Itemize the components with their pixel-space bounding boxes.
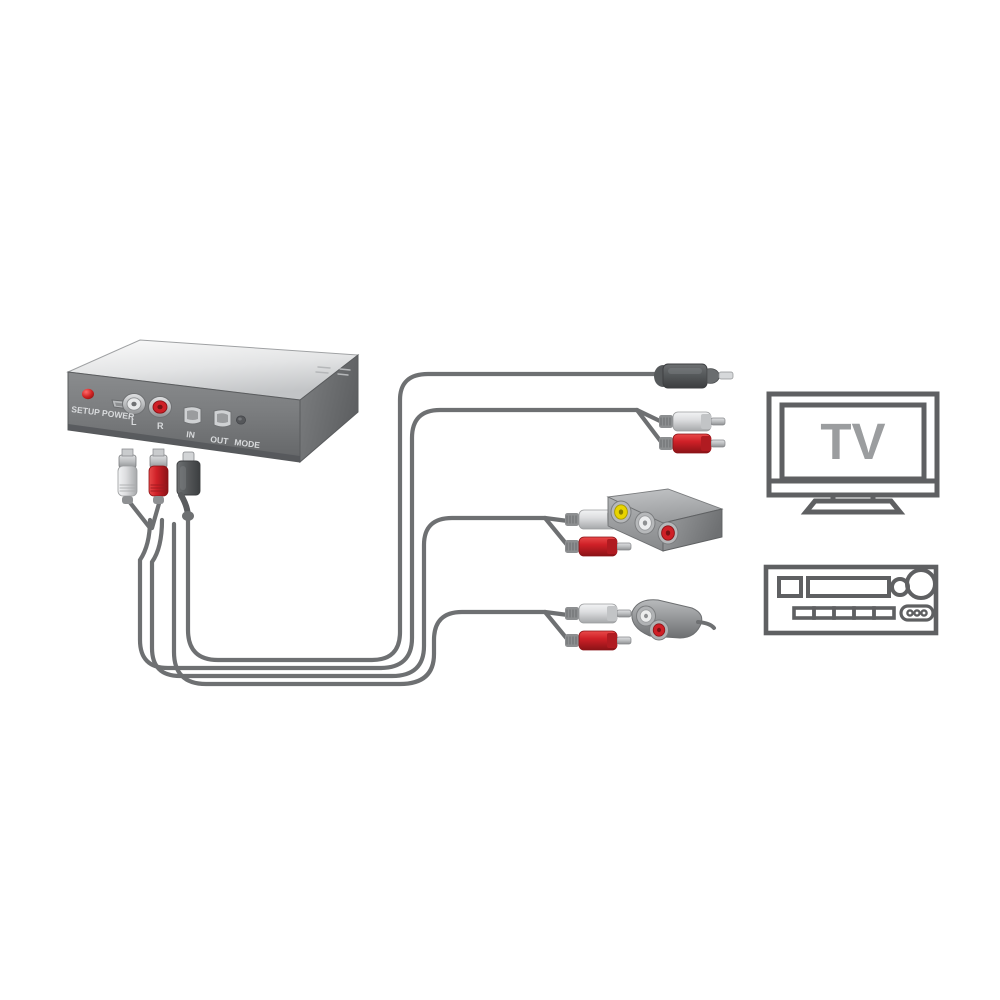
receiver-button-row[interactable] xyxy=(792,606,896,620)
video-jack-yellow[interactable] xyxy=(610,500,632,524)
cable-rca-run-top xyxy=(137,407,640,671)
rca-red-plug xyxy=(565,630,632,651)
optical-out-jack[interactable] xyxy=(213,409,232,428)
tv-screen-text: TV xyxy=(820,413,885,470)
rca-pair-top[interactable] xyxy=(659,411,726,454)
source-optical-plug[interactable] xyxy=(176,451,201,521)
rca-to-coupler-adapter[interactable] xyxy=(565,599,716,651)
rca-red-plug xyxy=(659,433,726,454)
source-rca-red-plug[interactable] xyxy=(148,448,169,504)
dual-rca-coupler[interactable] xyxy=(631,599,716,641)
source-rca-white-plug[interactable] xyxy=(117,448,138,504)
av-receiver-icon[interactable] xyxy=(763,564,939,636)
cable-optical-run xyxy=(185,371,658,663)
cable-bundle xyxy=(137,371,658,687)
label-left: L xyxy=(131,417,137,427)
three-jack-adapter-block[interactable] xyxy=(606,488,724,552)
rca-white-plug xyxy=(565,603,632,624)
cable-y-split-top xyxy=(634,407,665,446)
audio-jack-red[interactable] xyxy=(657,521,679,545)
tv-bezel-strip xyxy=(766,478,940,498)
device-top-vents xyxy=(315,366,351,376)
power-led xyxy=(82,388,94,400)
device-bottom-edge xyxy=(68,424,300,462)
label-in: IN xyxy=(186,429,196,440)
optical-connector[interactable] xyxy=(654,363,734,389)
receiver-indicator-cluster xyxy=(899,604,935,622)
receiver-large-knob[interactable] xyxy=(905,568,937,600)
audio-jack-white[interactable] xyxy=(634,511,656,535)
mode-button[interactable] xyxy=(235,415,246,425)
tv-stand-base xyxy=(800,498,906,515)
rca-white-plug xyxy=(659,411,726,432)
cable-rca-run-bottom xyxy=(171,521,548,687)
cable-y-split-middle xyxy=(542,515,571,549)
receiver-small-display xyxy=(777,576,803,598)
label-mode: MODE xyxy=(234,437,261,450)
rca-red-plug xyxy=(565,536,632,557)
cable-y-split-bottom xyxy=(542,609,571,643)
receiver-main-display xyxy=(806,576,891,598)
audio-right-jack[interactable] xyxy=(148,396,172,418)
coupler-jack-white[interactable] xyxy=(636,605,656,627)
optical-in-jack[interactable] xyxy=(183,406,202,425)
label-out: OUT xyxy=(210,434,230,446)
label-right: R xyxy=(157,421,164,431)
coupler-jack-red[interactable] xyxy=(649,619,669,641)
tv-icon[interactable] xyxy=(766,391,940,515)
receiver-chassis xyxy=(763,564,939,636)
cable-source-y-junction xyxy=(125,497,163,531)
av-converter-box[interactable]: SETUP POWER L R IN OUT MODE xyxy=(66,339,360,464)
audio-left-jack[interactable] xyxy=(122,393,146,415)
cable-rca-run-middle xyxy=(149,515,548,679)
rca-to-3jack-adapter[interactable] xyxy=(565,488,724,557)
